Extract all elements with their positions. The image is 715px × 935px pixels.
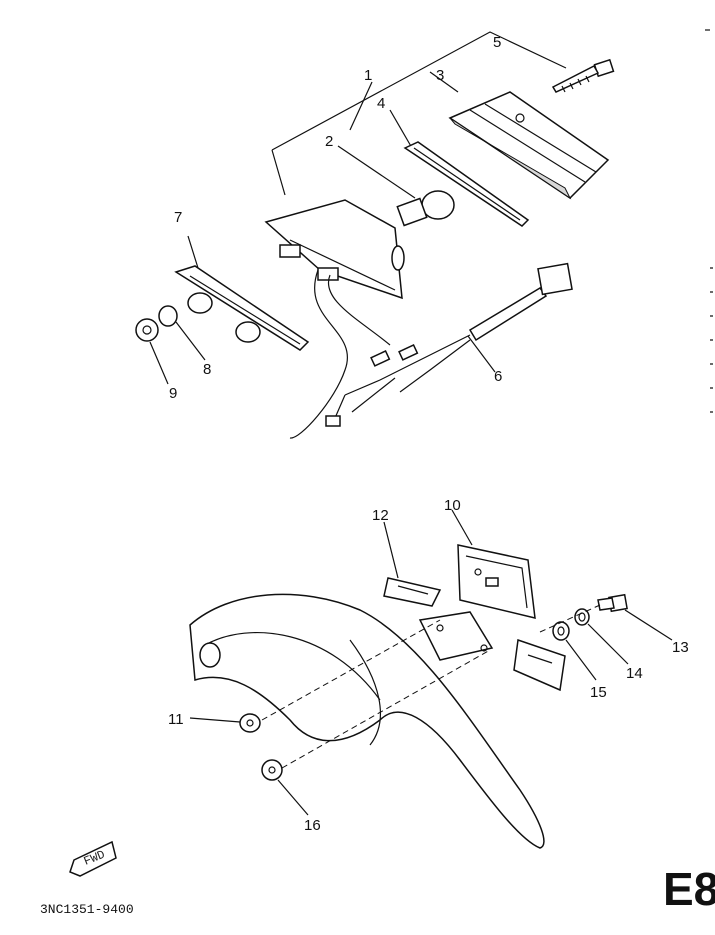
leader-8 xyxy=(175,321,206,361)
rear-fender xyxy=(189,593,545,849)
nut-part-11 xyxy=(239,713,261,733)
callout-1: 1 xyxy=(364,67,372,84)
leader-4 xyxy=(389,109,413,149)
leader-15 xyxy=(565,639,597,681)
lens-part-3 xyxy=(448,91,610,200)
callout-2: 2 xyxy=(325,133,333,150)
license-lamp-part-10 xyxy=(457,544,536,619)
callout-11: 11 xyxy=(168,711,184,728)
callout-8: 8 xyxy=(203,361,211,378)
leader-9 xyxy=(149,341,169,385)
leader-14 xyxy=(587,623,629,665)
callout-7: 7 xyxy=(174,209,182,226)
callout-10: 10 xyxy=(444,497,461,514)
bracket-line-1 xyxy=(271,149,286,196)
callout-15: 15 xyxy=(590,684,607,701)
diagram-code: 3NC1351-9400 xyxy=(40,902,134,917)
screw-part-5 xyxy=(551,58,615,93)
leader-13 xyxy=(624,609,673,641)
leader-1 xyxy=(349,81,373,131)
callout-9: 9 xyxy=(169,385,177,402)
tail-light-assembly xyxy=(135,31,615,439)
leader-16 xyxy=(277,779,309,816)
leader-2 xyxy=(337,145,416,199)
leader-11 xyxy=(189,717,241,723)
nut-part-16 xyxy=(261,759,283,781)
callout-4: 4 xyxy=(377,95,385,112)
housing-part-1 xyxy=(264,199,405,300)
leader-3 xyxy=(429,71,459,93)
license-side-plate xyxy=(513,638,566,692)
callout-6: 6 xyxy=(494,368,502,385)
callout-12: 12 xyxy=(372,507,389,524)
license-gasket-part-12 xyxy=(383,577,442,607)
damper-part-8 xyxy=(158,292,261,343)
callout-3: 3 xyxy=(436,67,444,84)
callout-13: 13 xyxy=(672,639,689,656)
bolt-part-13 xyxy=(597,593,628,613)
callout-5: 5 xyxy=(493,34,501,51)
callout-labels: 1 2 3 4 5 6 7 8 9 10 11 12 13 14 15 16 xyxy=(168,34,689,834)
assembly-line-a xyxy=(261,619,441,721)
wire-harness-part-6 xyxy=(325,262,573,427)
wire-lead-a xyxy=(289,269,348,439)
section-label: E8 xyxy=(663,863,715,915)
mounting-plate-part-7 xyxy=(174,265,310,351)
assembly-line-c xyxy=(539,604,601,633)
callout-16: 16 xyxy=(304,817,321,834)
washer-part-14 xyxy=(574,608,590,626)
washer-part-15 xyxy=(552,621,570,641)
leader-12 xyxy=(383,521,399,579)
bulb-part-2 xyxy=(396,190,455,227)
license-light-assembly xyxy=(189,509,673,849)
leader-6 xyxy=(467,335,496,373)
edge-marks xyxy=(705,29,713,413)
nut-part-9 xyxy=(135,318,159,342)
callout-14: 14 xyxy=(626,665,643,682)
wire-lead-b xyxy=(327,274,391,346)
leader-7 xyxy=(187,235,199,269)
gasket-part-4 xyxy=(403,141,530,227)
license-bracket xyxy=(418,611,494,661)
leader-10 xyxy=(451,509,473,546)
bracket-line-5 xyxy=(271,31,567,151)
fwd-arrow-icon: FWD xyxy=(69,840,117,877)
